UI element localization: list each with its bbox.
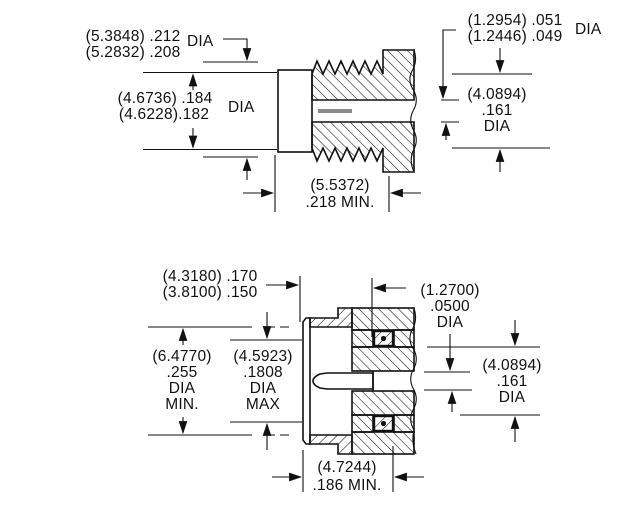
- plug-break-line: [409, 307, 417, 455]
- jack-contact-slot: [318, 109, 352, 113]
- dim-plug-depth-line2: .186 MIN.: [313, 477, 382, 494]
- dim-shroud-dia-line2: .1808: [243, 364, 283, 381]
- dim-jack-depth: (5.5372) .218 MIN.: [243, 155, 421, 212]
- plug-body-band-top: [351, 307, 415, 331]
- dim-thread-od: (5.3848) .212 (5.2832) .208 DIA: [86, 28, 258, 180]
- dim-shroud-dia-dia: DIA: [250, 380, 277, 397]
- dim-face-od: (4.6736) .184 (4.6228).182 DIA: [118, 71, 277, 151]
- plug-body: [302, 307, 417, 455]
- plug-center-pin: [312, 372, 374, 390]
- dim-pin-dia-line1: (1.2700): [420, 282, 479, 299]
- plug-gasket-flank: [351, 414, 374, 433]
- jack-section-view: (5.3848) .212 (5.2832) .208 DIA (4.6736)…: [86, 12, 602, 212]
- plug-gasket-top: [372, 329, 395, 348]
- dim-face-od-line2: (4.6228).182: [119, 106, 209, 123]
- dim-plug-depth-line1: (4.7244): [317, 459, 376, 476]
- jack-body: [277, 49, 417, 173]
- dim-slot-dia-line1: (1.2954) .051: [468, 12, 563, 29]
- plug-cup-wall-top: [309, 307, 353, 328]
- dim-recess-depth-line2: (3.8100) .150: [163, 284, 258, 301]
- dim-shroud-dia-line1: (4.5923): [233, 348, 292, 365]
- dim-inner-dia-min: MIN.: [165, 396, 199, 413]
- plug-body-band-bottom: [351, 431, 415, 455]
- plug-insulator-bottom: [351, 390, 415, 416]
- plug-gasket-flank: [351, 329, 374, 348]
- dim-recess-depth: (4.3180) .170 (3.8100) .150: [163, 268, 406, 337]
- plug-front-rim: [302, 317, 311, 445]
- dim-plug-insulator-dia: DIA: [499, 389, 526, 406]
- dim-recess-depth-line1: (4.3180) .170: [163, 268, 258, 285]
- dim-shroud-dia-max: MAX: [246, 396, 281, 413]
- dim-pin-dia-line2: .0500: [430, 298, 470, 315]
- dim-inner-dia-line1: (6.4770): [152, 348, 211, 365]
- dim-bore-dia-line1: (4.0894): [467, 86, 526, 103]
- dim-plug-insulator-line2: .161: [497, 373, 528, 390]
- dim-face-od-dia: DIA: [228, 99, 255, 116]
- dim-inner-dia-dia: DIA: [169, 380, 196, 397]
- jack-lower-section: [311, 121, 415, 173]
- dim-bore-dia: (4.0894) .161 DIA: [452, 48, 550, 172]
- dim-slot-dia-dia: DIA: [575, 21, 602, 38]
- dim-jack-depth-line1: (5.5372): [310, 177, 369, 194]
- dim-thread-od-line2: (5.2832) .208: [86, 44, 181, 61]
- dim-thread-od-dia: DIA: [187, 33, 214, 50]
- dim-slot-dia-line2: (1.2446) .049: [468, 28, 563, 45]
- dim-plug-depth: (4.7244) .186 MIN.: [272, 446, 424, 494]
- dim-pin-dia: (1.2700) .0500 DIA: [420, 282, 479, 412]
- plug-section-view: (4.3180) .170 (3.8100) .150 (1.2700) .05…: [148, 268, 541, 494]
- plug-gasket-bottom: [372, 414, 395, 433]
- plug-insulator-top: [351, 346, 415, 372]
- dim-bore-dia-line2: .161: [482, 102, 513, 119]
- dim-inner-dia-line2: .255: [167, 364, 198, 381]
- dim-face-od-line1: (4.6736) .184: [118, 90, 213, 107]
- dim-slot-dia: (1.2954) .051 (1.2446) .049 DIA: [438, 12, 602, 140]
- dim-shroud-dia-max: (4.5923) .1808 DIA MAX: [230, 312, 302, 450]
- dim-jack-depth-line2: .218 MIN.: [306, 194, 375, 211]
- jack-break-line: [409, 49, 417, 173]
- dim-inner-dia-min: (6.4770) .255 DIA MIN.: [148, 326, 289, 436]
- dim-bore-dia-dia: DIA: [484, 118, 511, 135]
- jack-front-face: [277, 69, 313, 153]
- dim-plug-insulator-dia: (4.0894) .161 DIA: [427, 320, 541, 442]
- dim-thread-od-line1: (5.3848) .212: [86, 28, 181, 45]
- dim-pin-dia-dia: DIA: [437, 314, 464, 331]
- jack-upper-section: [311, 49, 415, 101]
- dim-plug-insulator-line1: (4.0894): [482, 357, 541, 374]
- plug-cup-wall-bottom: [309, 434, 353, 455]
